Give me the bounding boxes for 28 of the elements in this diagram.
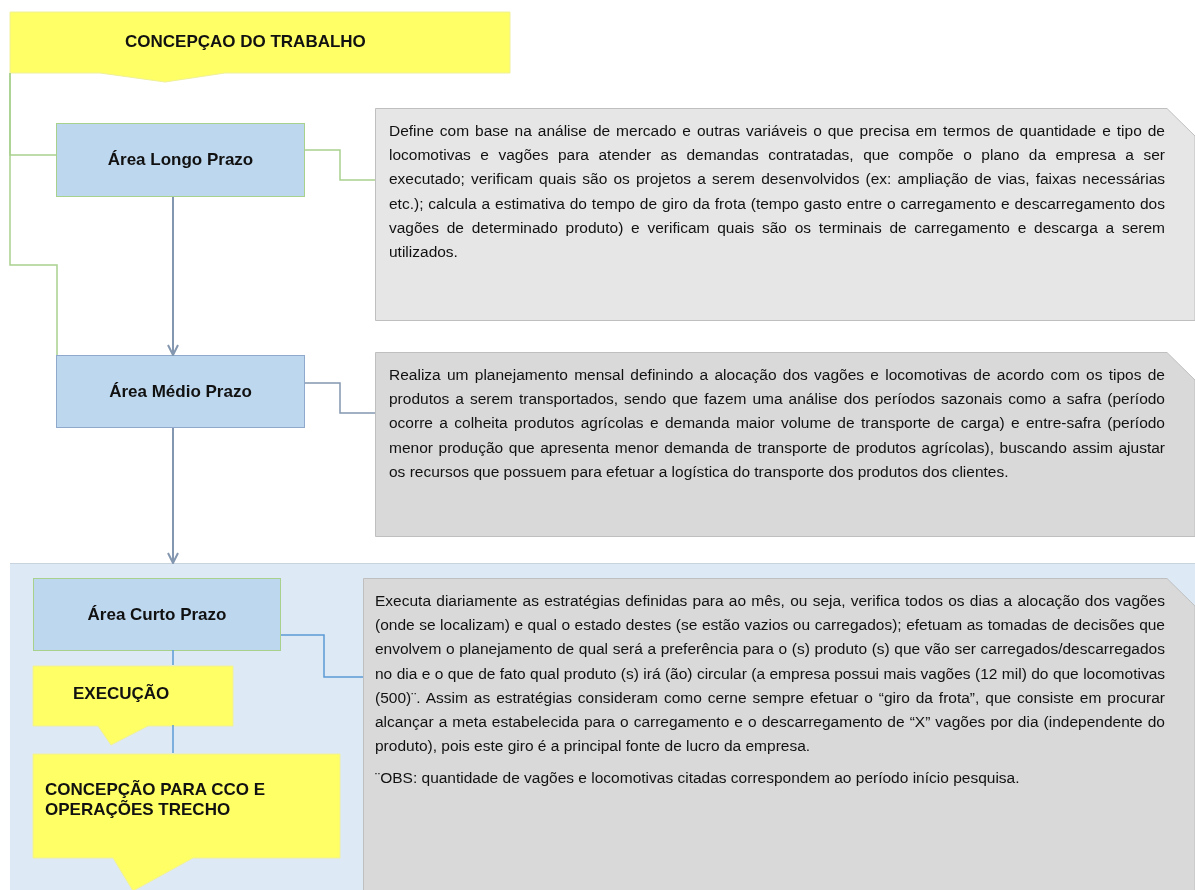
connector-line (172, 649, 174, 666)
connector-line (304, 149, 376, 181)
process-box (56, 355, 305, 428)
process-box (56, 123, 305, 197)
connector-line (280, 634, 364, 678)
connector-line (9, 72, 58, 356)
heading-text: Área Curto Prazo (87, 604, 227, 625)
heading-text: Área Longo Prazo (107, 150, 254, 170)
heading-text: EXECUÇÃO (72, 683, 171, 704)
callout-shape (33, 754, 340, 890)
callout-shape (10, 12, 510, 82)
callout-shape (33, 666, 233, 745)
connector-line (172, 724, 174, 754)
heading-text: CONCEPÇAO DO TRABALHO (124, 31, 367, 52)
description-text: ¨OBS: quantidade de vagões e locomotivas citadas correspondem ao período início pesquisa. (374, 768, 1021, 789)
note-box (363, 578, 1195, 890)
description-text: Define com base na análise de mercado e outras variáveis o que precisa em termos de quantidade e tipo de locomotivas e vagões para atender as demandas contratadas, que compõe o plano da empresa a ser executado; verificam quais são os projetos a serem desenvolvidos (ex: ampliação de vias, faixas necessárias etc.); calcula a estimativa do tempo de giro da frota (tempo gasto entre o carregamento e descarregamento dos vagões de determinado produto) e verificam quais são os terminais de carregamento e descarga a serem utilizados. (388, 121, 1166, 262)
heading-text: CONCEPÇÃO PARA CCO E OPERAÇÕES TRECHO (44, 779, 267, 820)
section-band (10, 563, 1195, 890)
arrow (167, 427, 179, 564)
arrow (167, 196, 179, 356)
note-box (375, 352, 1195, 537)
description-text: Realiza um planejamento mensal definindo a alocação dos vagões e locomotivas de acordo com os tipos de produtos a serem transportados, sendo que fazem uma análise dos períodos sazonais como a safra (período ocorre a colheita produtos agrícolas e demanda maior volume de transporte de carga) e entre-safra (período menor produção que apresenta menor demanda de transporte de produtos agrícolas), buscando assim ajustar os recursos que possuem para efetuar a logística do transporte dos produtos dos clientes. (388, 365, 1166, 482)
process-box (33, 578, 281, 651)
connector-line (304, 382, 376, 414)
heading-text: Área Médio Prazo (109, 381, 252, 402)
note-box (375, 108, 1195, 321)
description-text: Executa diariamente as estratégias definidas para ao mês, ou seja, verifica todos os dias a alocação dos vagões (onde se localizam) e qual o estado destes (se estão vazios ou carregados); efetuam as tomadas de decisões que envolvem o planejamento de qual será a preferência para o (s) produto (s) que vão ser carregados/descarregados no dia e o que de fato qual produto (s) irá (ão) circular (a empresa possui mais vagões (12 mil) do que locomotivas (500)¨. Assim as estratégias consideram como cerne sempre efetuar o “giro da frota”, que consiste em procurar alcançar a meta estabelecida para o carregamento e o descarregamento de “X” vagões por dia (independente do produto), pois este giro é a principal fonte de lucro da empresa. (374, 591, 1166, 757)
